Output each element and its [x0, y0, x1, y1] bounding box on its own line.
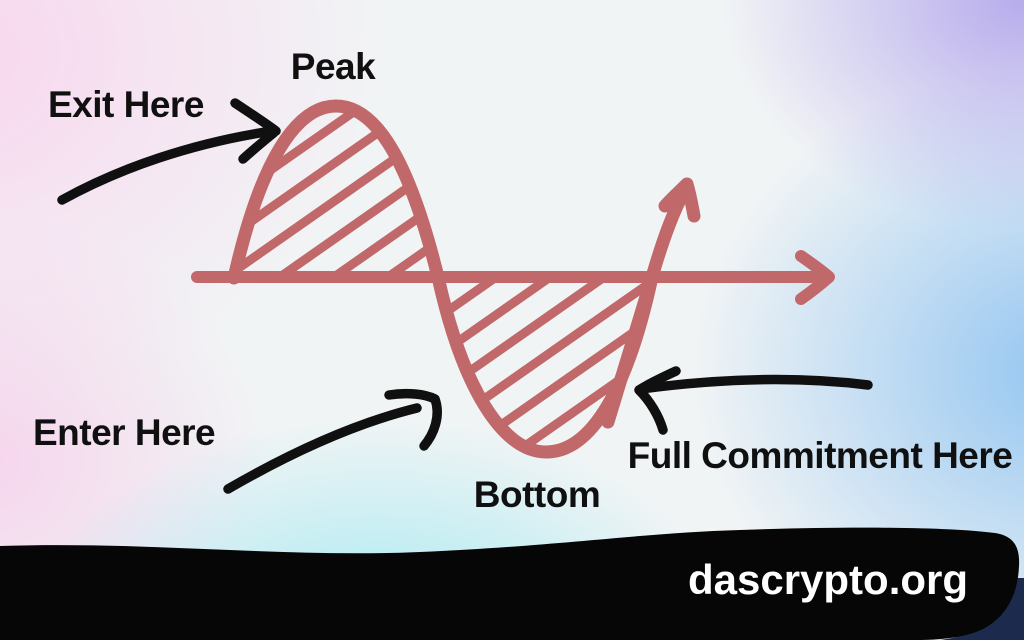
commitment-arrow: [634, 366, 873, 435]
exit-here-label: Exit Here: [48, 84, 204, 125]
footer-shape: [0, 527, 1020, 640]
commitment-arrow-shaft: [636, 374, 873, 394]
enter-arrow: [223, 388, 442, 494]
exit-arrow: [57, 98, 281, 205]
enter-arrow-shaft: [223, 403, 422, 494]
full-commitment-label: Full Commitment Here: [627, 435, 1013, 476]
recovery-arrowhead-icon: [658, 177, 701, 223]
footer-site-text: dascrypto.org: [687, 556, 969, 603]
exit-arrow-shaft: [57, 126, 277, 205]
footer-corner-accent: [940, 578, 1024, 640]
axis-arrowhead-icon: [795, 250, 835, 305]
exit-arrowhead-icon: [230, 98, 281, 164]
commitment-arrowhead-icon: [634, 366, 681, 435]
peak-label: Peak: [290, 46, 376, 87]
market-cycle-wave: [191, 99, 835, 459]
bottom-label: Bottom: [473, 474, 601, 515]
enter-here-label: Enter Here: [33, 412, 216, 453]
enter-arrowhead-icon: [384, 388, 442, 451]
